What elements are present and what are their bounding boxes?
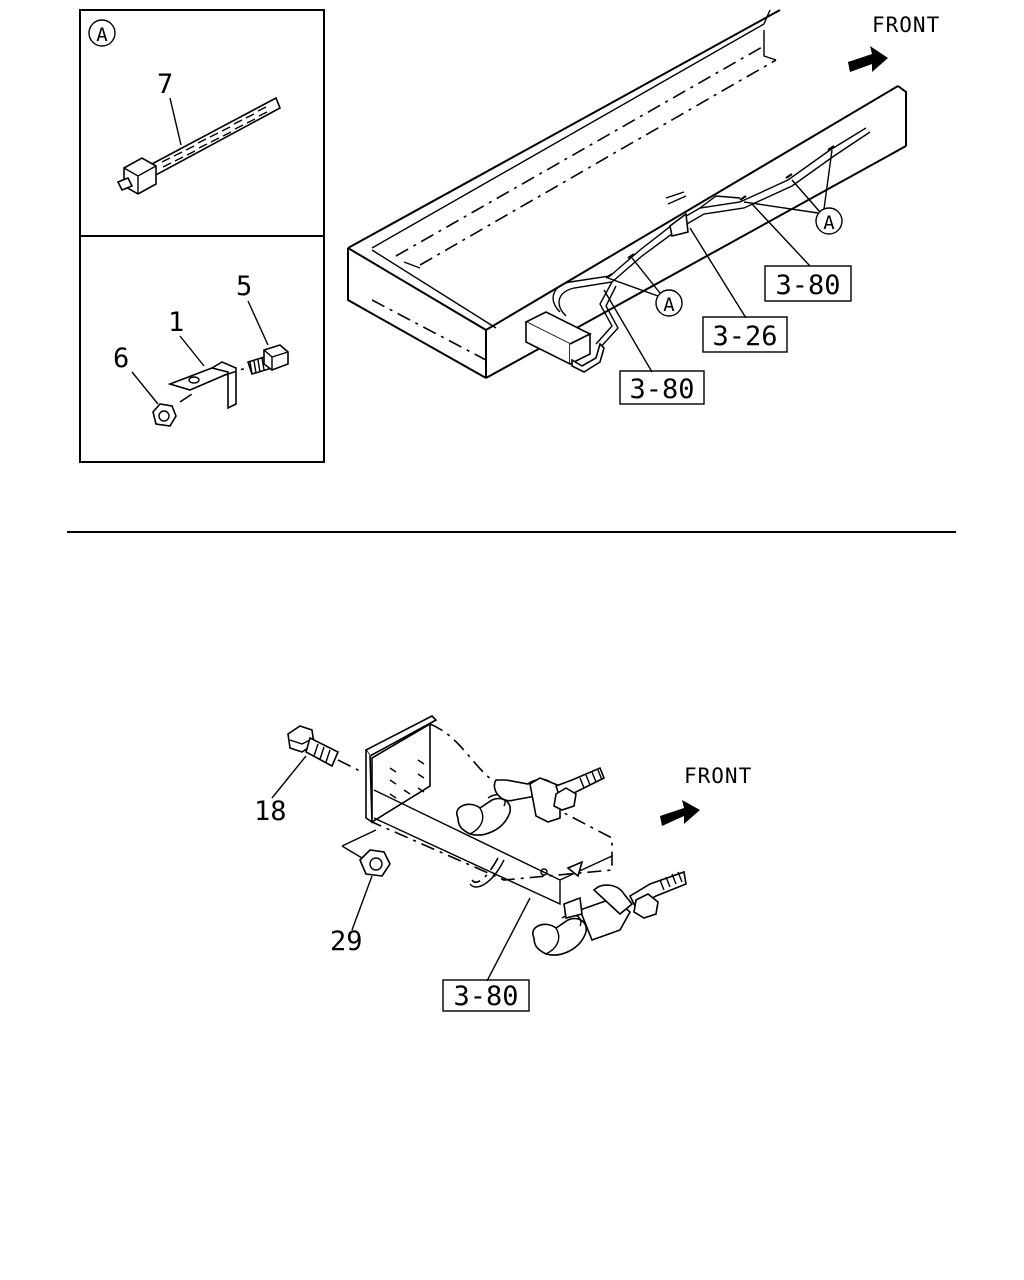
- ref-box-middle[interactable]: 3-26: [702, 316, 788, 353]
- svg-text:A: A: [823, 212, 835, 234]
- frame-rail: [347, 9, 907, 379]
- valve-manifold-bracket: [364, 715, 613, 906]
- flange-bolt-part: [287, 725, 340, 768]
- leader-ref-lower: [603, 289, 653, 373]
- detail-marker-a: A: [88, 19, 116, 47]
- leader-1: [179, 335, 205, 367]
- flange-nut-part: [359, 849, 391, 877]
- front-direction-arrow-bottom: FRONT: [660, 764, 752, 826]
- svg-text:3-80: 3-80: [775, 270, 840, 301]
- tie-strap-part: [116, 96, 282, 195]
- callout-29: 29: [330, 926, 363, 957]
- detail-inset-panel: [79, 9, 325, 463]
- leader-ref-middle: [689, 227, 747, 319]
- clip-marker-right: A: [743, 149, 843, 235]
- svg-text:FRONT: FRONT: [872, 13, 940, 37]
- bolt-axis-line: [221, 367, 247, 377]
- leader-29: [351, 875, 373, 931]
- svg-text:A: A: [663, 294, 675, 316]
- nut-axis-line: [179, 393, 193, 403]
- bolt-part: [246, 344, 289, 375]
- callout-7: 7: [157, 69, 173, 100]
- svg-text:FRONT: FRONT: [684, 764, 752, 788]
- leader-5: [247, 300, 269, 346]
- upper-valve-fitting: [456, 766, 606, 836]
- bolt-axis-line-bottom: [337, 759, 363, 773]
- callout-18: 18: [254, 796, 287, 827]
- leader-6: [131, 371, 159, 405]
- lower-valve-fitting: [532, 870, 687, 956]
- ref-box-lower[interactable]: 3-80: [619, 370, 705, 405]
- clip-marker-left: A: [607, 257, 683, 317]
- leader-18: [271, 755, 307, 799]
- svg-text:3-26: 3-26: [712, 321, 777, 352]
- ref-box-upper[interactable]: 3-80: [764, 265, 852, 302]
- callout-5: 5: [236, 271, 252, 302]
- leader-ref-upper: [751, 203, 811, 267]
- connector-block: [524, 311, 605, 373]
- leader-ref-bottom: [486, 897, 531, 982]
- ref-box-bottom[interactable]: 3-80: [442, 979, 530, 1012]
- svg-text:3-80: 3-80: [629, 374, 694, 405]
- nut-part: [152, 403, 177, 427]
- svg-text:A: A: [96, 24, 108, 46]
- leader-7: [169, 97, 182, 146]
- callout-6: 6: [113, 343, 129, 374]
- callout-1: 1: [168, 307, 184, 338]
- bracket-part: [167, 361, 237, 410]
- front-direction-arrow-top: FRONT: [848, 13, 940, 72]
- svg-text:3-80: 3-80: [453, 981, 518, 1012]
- nut-axis-line-bottom: [341, 829, 377, 847]
